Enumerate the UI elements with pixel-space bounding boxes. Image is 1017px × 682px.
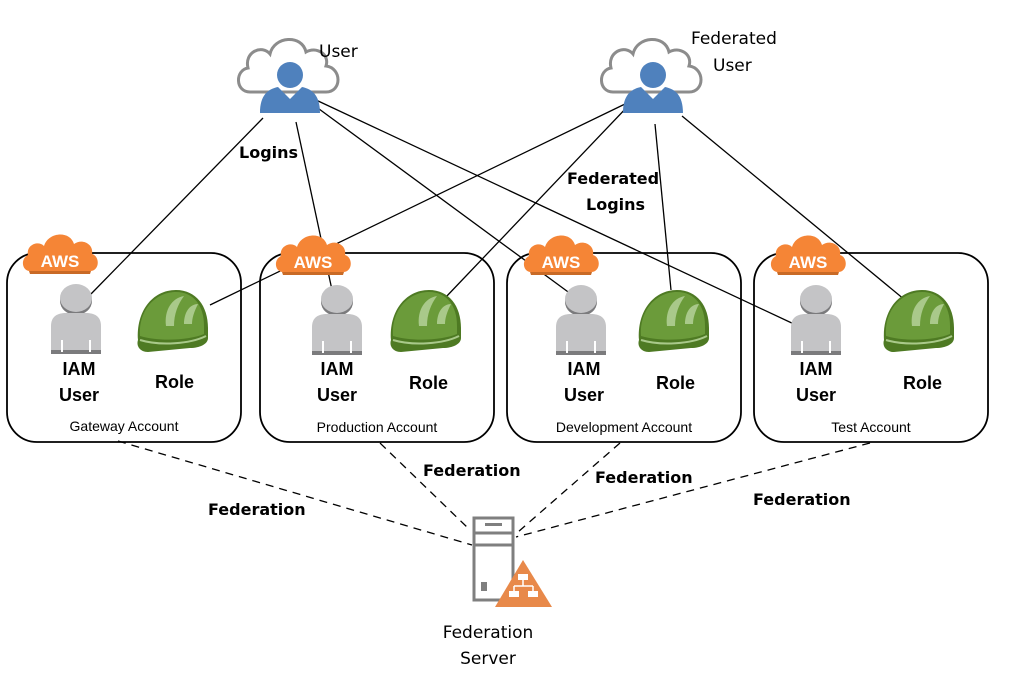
federation-line-production: [379, 442, 471, 531]
iam-user-icon: [556, 285, 606, 355]
role-label: Role: [409, 373, 449, 393]
server-label-line1: Federation: [442, 623, 534, 643]
fed-login-line-development: [654, 123, 672, 291]
account-name-test: Test Account: [831, 419, 911, 435]
federation-label-gateway: Federation: [208, 500, 306, 519]
login-line-production: [295, 121, 339, 319]
federated-logins-label-line2: Logins: [586, 195, 646, 214]
aws-label: AWS: [294, 253, 333, 272]
federation-lines: [117, 440, 871, 546]
login-line-test: [315, 99, 797, 326]
server-label-line2: Server: [460, 649, 516, 669]
role-helmet-icon: [389, 289, 462, 353]
fed-login-line-gateway: [209, 103, 626, 306]
aws-label: AWS: [41, 252, 80, 271]
role-label: Role: [903, 373, 943, 393]
iam-user-icon: [791, 285, 841, 355]
iam-label-line2: User: [795, 385, 837, 405]
iam-label-line2: User: [316, 385, 358, 405]
role-helmet-icon: [882, 289, 955, 353]
role-label: Role: [155, 372, 195, 392]
federation-line-test: [515, 442, 871, 538]
iam-label-line2: User: [563, 385, 605, 405]
federation-label-development: Federation: [595, 468, 693, 487]
iam-user-label: IAM User: [302, 356, 372, 408]
iam-user-label: IAM User: [549, 356, 619, 408]
account-box-gateway: [6, 234, 242, 443]
iam-user-icon: [51, 284, 101, 354]
federation-label-production: Federation: [423, 461, 521, 480]
user-label: User: [319, 42, 358, 62]
federated-user-actor: [599, 37, 703, 113]
federated-logins-label-line1: Federated: [567, 169, 660, 188]
fed-login-line-production: [444, 103, 631, 299]
federation-label-test: Federation: [753, 490, 851, 509]
iam-label-line2: User: [58, 385, 100, 405]
aws-label: AWS: [789, 253, 828, 272]
role-helmet-icon: [637, 289, 710, 353]
logins-label: Logins: [239, 143, 299, 162]
login-line-gateway: [89, 117, 264, 296]
role-helmet-icon: [136, 289, 209, 353]
role-label: Role: [656, 373, 696, 393]
federation-server-icon: [472, 516, 552, 607]
fed-login-line-test: [681, 115, 906, 301]
account-box-test: [753, 235, 989, 443]
iam-user-icon: [312, 285, 362, 355]
iam-label-line1: IAM: [320, 359, 354, 379]
federated-user-label-line2: User: [713, 56, 752, 76]
iam-label-line1: IAM: [799, 359, 833, 379]
login-lines: [89, 99, 906, 326]
federation-line-development: [517, 442, 621, 533]
account-name-development: Development Account: [555, 419, 693, 435]
iam-user-label: IAM User: [781, 356, 851, 408]
federation-line-gateway: [117, 440, 473, 546]
aws-label: AWS: [542, 253, 581, 272]
iam-user-label: IAM User: [44, 356, 114, 408]
account-name-gateway: Gateway Account: [69, 418, 179, 434]
iam-label-line1: IAM: [62, 359, 96, 379]
iam-label-line1: IAM: [567, 359, 601, 379]
federated-user-label-line1: Federated: [691, 29, 777, 49]
account-name-production: Production Account: [316, 419, 438, 435]
account-box-development: [506, 235, 742, 443]
account-box-production: [259, 235, 495, 443]
